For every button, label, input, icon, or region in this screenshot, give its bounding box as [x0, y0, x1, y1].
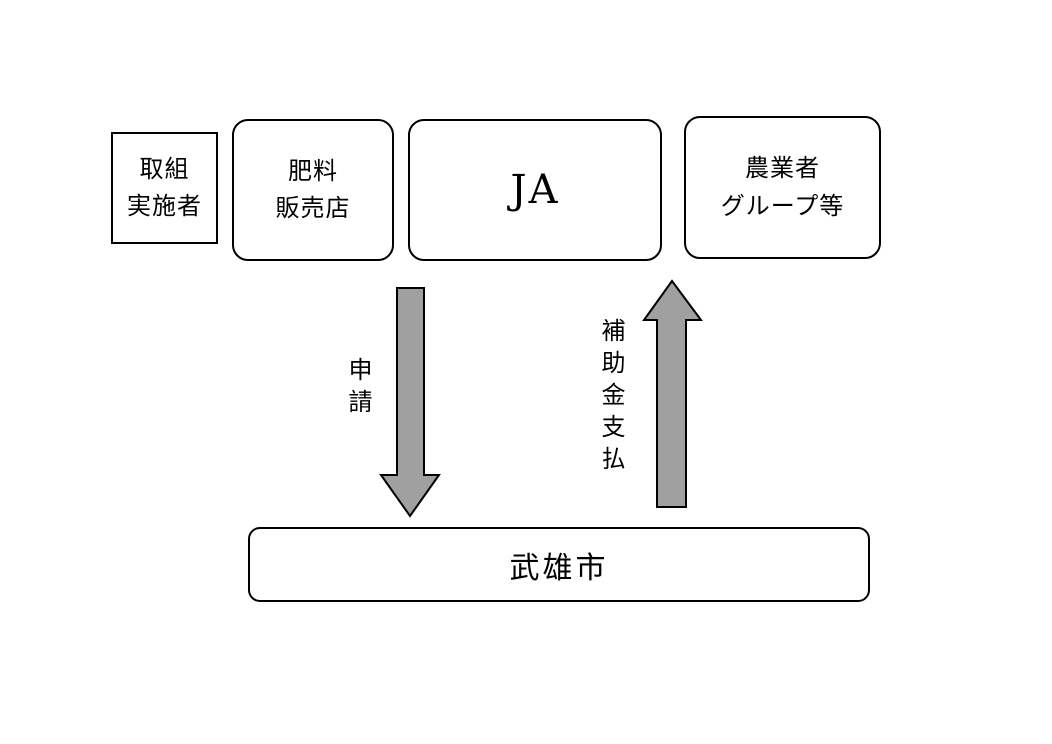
- fertilizer-shop-line2: 販売店: [275, 194, 351, 222]
- subsidy-payment-arrow: [642, 279, 703, 508]
- city-label: 武雄市: [509, 550, 609, 586]
- fertilizer-shop-box: 肥料 販売店: [232, 119, 394, 261]
- application-label: 申請: [344, 357, 372, 421]
- farmer-groups-line1: 農業者: [745, 154, 820, 183]
- implementer-label-box: 取組 実施者: [111, 132, 218, 244]
- farmer-groups-box: 農業者 グループ等: [684, 116, 881, 259]
- ja-box: JA: [408, 119, 662, 261]
- city-box: 武雄市: [248, 527, 870, 602]
- application-arrow: [379, 287, 441, 518]
- ja-label: JA: [510, 167, 560, 213]
- fertilizer-shop-line1: 肥料: [288, 156, 338, 185]
- implementer-label-line2: 実施者: [127, 192, 202, 220]
- implementer-label-line1: 取組: [139, 154, 190, 183]
- farmer-groups-line2: グループ等: [720, 191, 845, 220]
- subsidy-payment-label: 補助金支払: [597, 318, 625, 478]
